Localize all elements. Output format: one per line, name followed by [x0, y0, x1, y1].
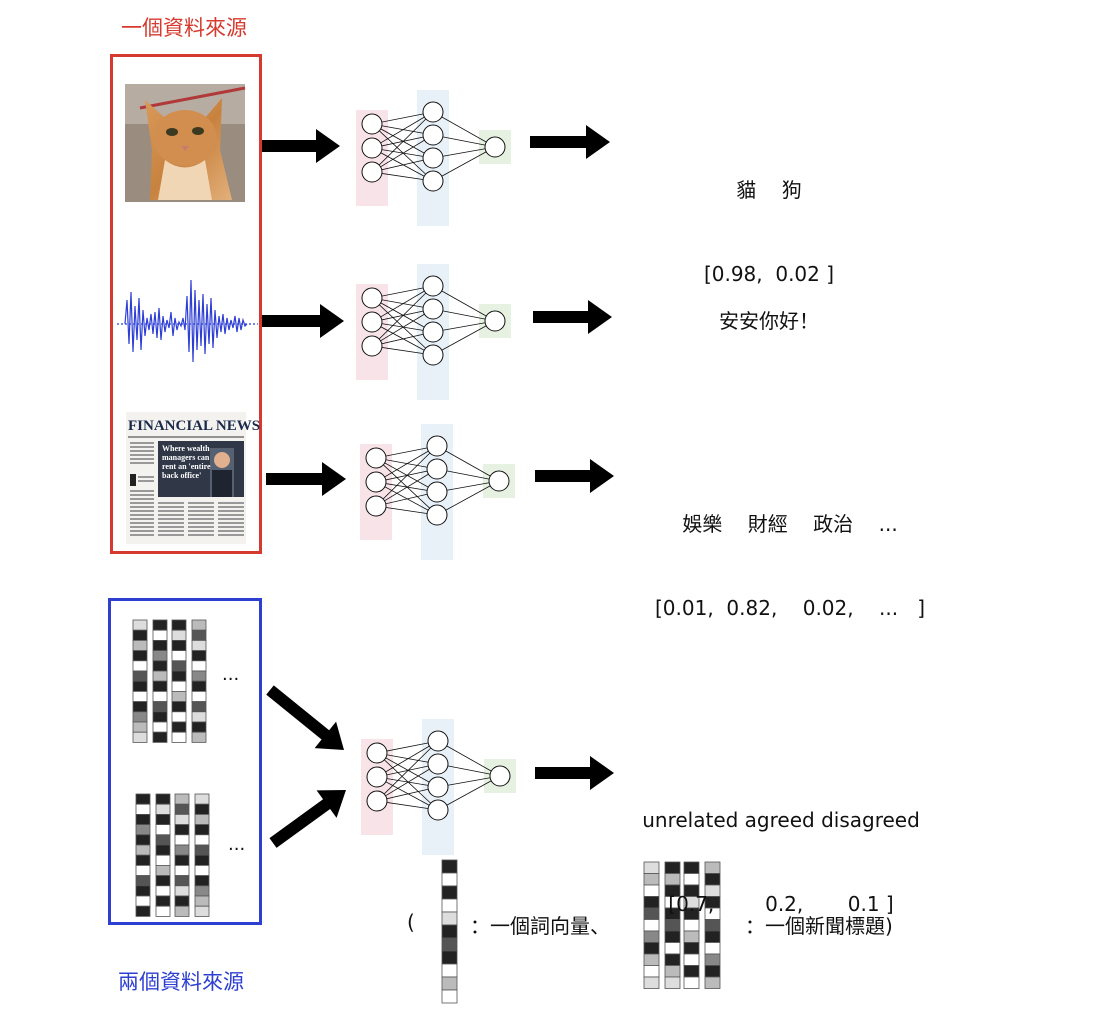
arrow-news-output [535, 459, 614, 493]
word-vector-bottom-2 [155, 793, 171, 917]
financial-news-image: FINANCIAL NEWS Where wealth managers can… [126, 412, 260, 544]
news-output: 娛樂 財經 政治 ... [0.01, 0.82, 0.02, ... ] [640, 454, 940, 650]
audio-waveform [117, 279, 258, 363]
legend-headline-icon-col-3 [683, 861, 700, 989]
arrow-news-input [266, 462, 346, 496]
word-vector-top-3 [171, 619, 187, 743]
legend-open-paren: ( [407, 910, 415, 934]
word-vector-bottom-3 [174, 793, 190, 917]
arrow-audio-input [262, 304, 344, 338]
cat-image [125, 84, 246, 202]
word-vector-top-1 [132, 619, 148, 743]
cat-dog-classes: 貓 狗 [736, 178, 802, 202]
legend-word-vector-icon [441, 859, 458, 1004]
neural-network-audio [356, 264, 511, 400]
ellipsis-top: ... [222, 664, 240, 685]
news-values: [0.01, 0.82, 0.02, ... ] [655, 596, 925, 620]
news-masthead: FINANCIAL NEWS [128, 418, 260, 434]
arrow-audio-output [533, 300, 612, 334]
arrow-vectors-top [266, 685, 344, 750]
ellipsis-bottom: ... [228, 834, 246, 855]
legend-headline: ：一個新聞標題) [745, 914, 893, 938]
two-source-label: 兩個資料來源 [118, 970, 244, 994]
cat-dog-output: 貓 狗 [0.98, 0.02 ] [660, 120, 878, 316]
word-vector-top-4 [191, 619, 207, 743]
neural-network-stance [361, 719, 516, 855]
speech-output: 安安你好！ [719, 309, 819, 333]
arrow-cat-input [262, 129, 340, 163]
single-source-box [110, 54, 262, 554]
stance-classes: unrelated agreed disagreed [642, 808, 920, 832]
news-classes: 娛樂 財經 政治 ... [682, 512, 898, 536]
cat-dog-values: [0.98, 0.02 ] [703, 262, 835, 286]
word-vector-top-2 [152, 619, 168, 743]
neural-network-news [360, 424, 515, 560]
word-vector-bottom-4 [194, 793, 210, 917]
legend-headline-icon-col-4 [704, 861, 721, 989]
word-vector-bottom-1 [135, 793, 151, 917]
neural-network-cat [356, 90, 511, 226]
legend-word-vector: ：一個詞向量、 [470, 914, 610, 938]
news-headline: Where wealth managers can rent an 'entir… [162, 444, 213, 480]
stance-values: [0.7, 0.2, 0.1 ] [668, 892, 894, 916]
stance-output: unrelated agreed disagreed [0.7, 0.2, 0.… [630, 750, 932, 946]
legend-headline-icon-col-2 [664, 861, 681, 989]
two-source-box [108, 598, 262, 925]
arrow-cat-output [530, 125, 610, 159]
arrow-stance-output [535, 756, 614, 790]
legend-headline-icon-col-1 [643, 861, 660, 989]
arrow-vectors-bottom [269, 790, 346, 848]
single-source-label: 一個資料來源 [121, 16, 247, 40]
